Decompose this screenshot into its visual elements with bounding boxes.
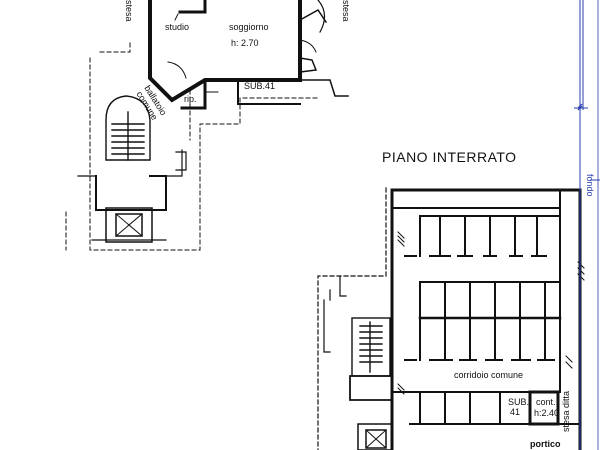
stesa-label-left: stesa [124,0,134,22]
room-height-soggiorno: h: 2.70 [231,38,259,48]
upper-floor-plan [148,0,349,110]
dimension-lines [574,0,600,450]
cellar-grid-bottom [419,390,560,426]
portico-label: portico [530,439,561,449]
room-label-studio: studio [165,22,190,32]
room-label-rip: rip. [184,94,197,104]
basement-sub-label-line2: 41 [510,407,521,417]
wall-hatches [397,231,585,395]
cellar-grid-top [404,215,561,257]
upper-elevator [91,207,167,243]
cellar-label-height: h:2.40 [534,408,560,418]
corridor-label: corridoio comune [454,370,524,380]
fondo-label: fondo [585,174,595,197]
unit-label-sub41: SUB.41 [244,81,276,91]
cellar-grid-middle [404,281,562,361]
basement-title: PIANO INTERRATO [382,149,517,165]
stesa-label-right: stesa [341,0,351,22]
basement-stair [349,317,393,401]
room-label-soggiorno: soggiorno [229,22,269,32]
cellar-label-cont: cont. [536,397,556,407]
upper-building-outline [65,39,321,251]
upper-stair-core [77,95,187,211]
stesa-ditta-label: stesa ditta [561,390,571,432]
basement-elevator [357,423,393,450]
basement-sub-label-line1: SUB. [508,397,530,407]
